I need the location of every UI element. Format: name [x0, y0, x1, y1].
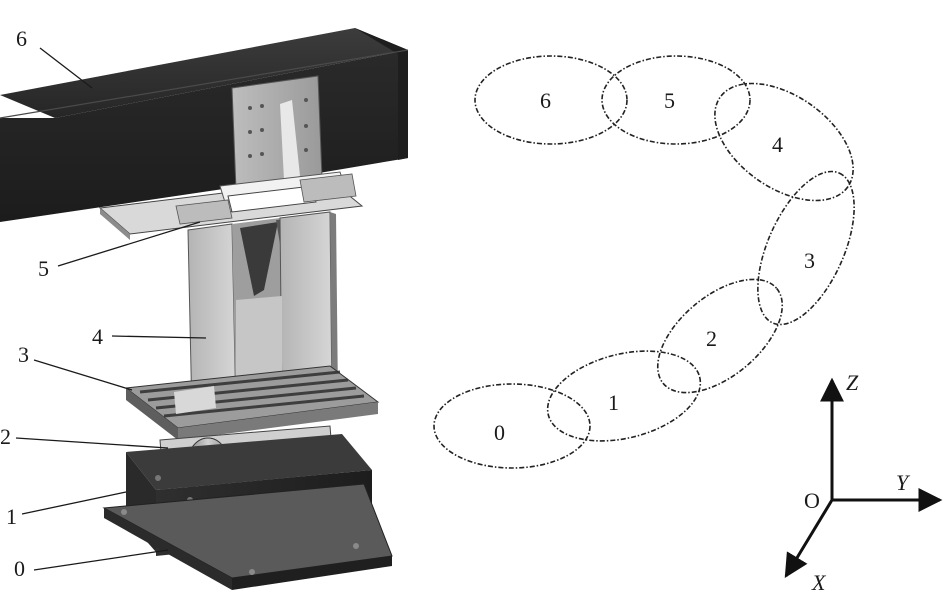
leader-4 — [111, 335, 207, 339]
origin-label: O — [804, 488, 820, 513]
link-ellipse-3 — [757, 170, 855, 326]
link-ellipse-2 — [656, 278, 784, 394]
base-part-0 — [102, 483, 393, 590]
callout-0: 0 — [14, 556, 25, 581]
callout-3: 3 — [18, 342, 29, 367]
machine-illustration: 6 5 4 3 2 1 0 — [0, 26, 409, 590]
link-label-6: 6 — [540, 88, 551, 113]
link-ellipse-5 — [601, 55, 751, 145]
link-ellipse-0 — [433, 383, 591, 469]
kinematic-chain: 0 1 2 3 4 5 6 — [433, 55, 855, 469]
link-label-2: 2 — [706, 326, 717, 351]
link-ellipse-1 — [546, 350, 702, 442]
table-part-3 — [124, 365, 380, 440]
bracket-part-5 — [98, 171, 364, 240]
callout-6: 6 — [16, 26, 27, 51]
link-label-3: 3 — [804, 248, 815, 273]
leader-1 — [21, 491, 127, 515]
leader-6 — [39, 47, 93, 89]
leader-2 — [15, 437, 169, 449]
x-axis-arrow — [784, 499, 834, 579]
callout-5: 5 — [38, 256, 49, 281]
leader-5 — [57, 221, 201, 267]
column-part-4 — [187, 211, 338, 417]
callout-leaders — [15, 47, 207, 571]
link-label-4: 4 — [772, 132, 783, 157]
link-label-5: 5 — [664, 88, 675, 113]
callout-1: 1 — [6, 504, 17, 529]
callout-2: 2 — [0, 424, 11, 449]
x-axis-label: X — [811, 570, 827, 595]
coordinate-axes: Z Y X O — [784, 370, 943, 595]
link-ellipse-4 — [714, 82, 854, 202]
mounting-plate — [231, 75, 323, 191]
z-axis-label: Z — [846, 370, 859, 395]
leader-3 — [33, 359, 133, 391]
leader-0 — [33, 549, 169, 571]
link-ellipse-6 — [474, 55, 628, 145]
callout-labels: 6 5 4 3 2 1 0 — [0, 26, 103, 581]
y-axis-label: Y — [896, 470, 911, 495]
link-label-1: 1 — [608, 390, 619, 415]
link-label-0: 0 — [494, 420, 505, 445]
callout-4: 4 — [92, 324, 103, 349]
